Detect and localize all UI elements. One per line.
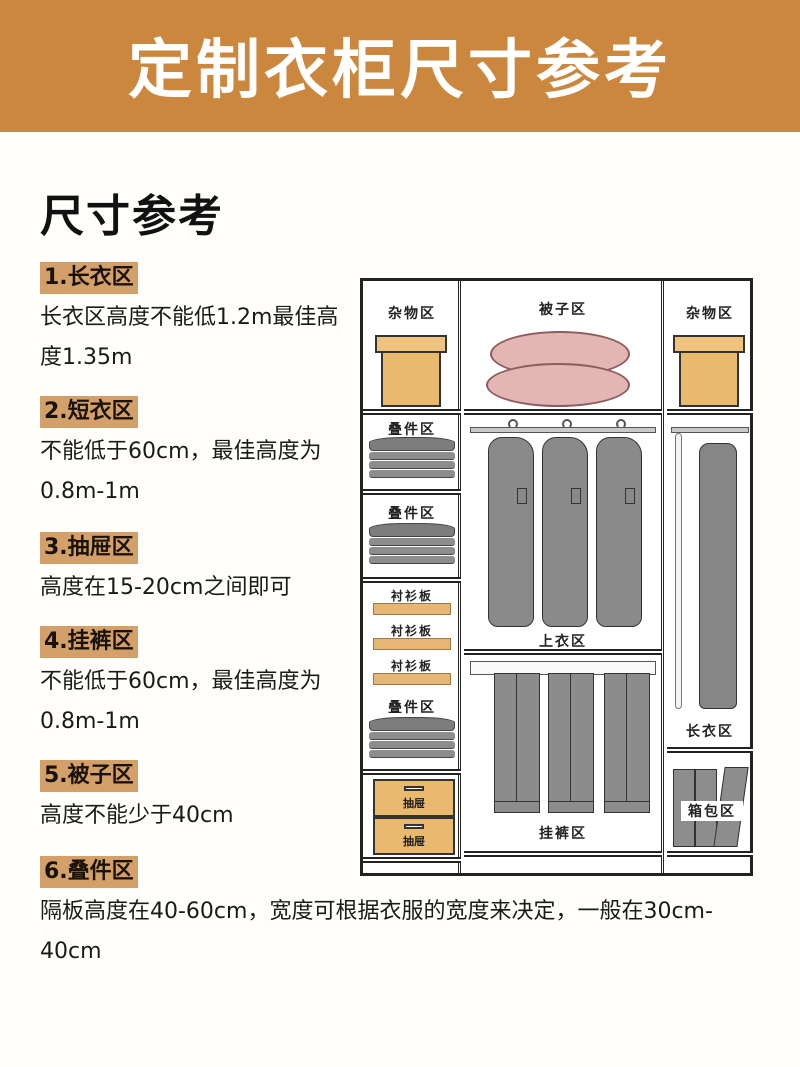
item-desc: 长衣区高度不能低1.2m最佳高度1.35m: [40, 305, 339, 370]
hanger-hook-icon: [616, 419, 626, 429]
middle-column: [461, 281, 664, 873]
trousers-icon: [494, 673, 540, 813]
coat-icon: [488, 437, 534, 627]
page-title: 定制衣柜尺寸参考: [128, 34, 672, 108]
item-label: 5.被子区: [40, 760, 138, 792]
shirt-board: [373, 603, 451, 615]
shelf: [464, 409, 662, 415]
shelf: [667, 409, 753, 415]
item-label: 2.短衣区: [40, 396, 138, 428]
folded-clothes-icon: [369, 437, 455, 483]
item-desc: 不能低于60cm，最佳高度为0.8m-1m: [40, 439, 322, 504]
pole-icon: [675, 433, 682, 709]
storage-box: [679, 351, 739, 407]
shelf: [667, 851, 753, 857]
item-trouser-zone: 4.挂裤区 不能低于60cm，最佳高度为0.8m-1m: [40, 626, 360, 742]
title-banner: 定制衣柜尺寸参考: [0, 0, 800, 132]
folded-clothes-icon: [369, 523, 455, 569]
shelf: [464, 851, 662, 857]
drawer-handle-icon: [404, 786, 424, 791]
shelf: [363, 857, 461, 863]
shirt-board: [373, 673, 451, 685]
long-coat-icon: [699, 443, 737, 709]
folded-clothes-icon: [369, 717, 455, 763]
shelf: [464, 649, 662, 655]
zone-label-bags: 箱包区: [681, 801, 743, 821]
hanger-hook-icon: [562, 419, 572, 429]
item-desc: 不能低于60cm，最佳高度为0.8m-1m: [40, 669, 322, 734]
zone-label-shirt-board: 衬衫板: [390, 589, 433, 603]
item-short-coat-zone: 2.短衣区 不能低于60cm，最佳高度为0.8m-1m: [40, 396, 360, 512]
zone-label-folded: 叠件区: [388, 700, 436, 716]
zone-label-shirt-board: 衬衫板: [390, 624, 433, 638]
quilt-icon: [486, 363, 630, 407]
item-label: 4.挂裤区: [40, 626, 138, 658]
zone-label-shirt-board: 衬衫板: [390, 659, 433, 673]
zone-label-folded: 叠件区: [388, 422, 436, 438]
item-label: 6.叠件区: [40, 856, 138, 888]
shelf: [363, 409, 461, 415]
drawer: 抽屉: [373, 779, 455, 817]
drawer: 抽屉: [373, 817, 455, 855]
storage-box: [381, 351, 441, 407]
hanger-hook-icon: [508, 419, 518, 429]
coat-icon: [542, 437, 588, 627]
item-folded-zone: 6.叠件区 隔板高度在40-60cm，宽度可根据衣服的宽度来决定，一般在30cm…: [40, 856, 760, 972]
drawer-handle-icon: [404, 824, 424, 829]
coat-icon: [596, 437, 642, 627]
zone-label-sundries: 杂物区: [686, 306, 734, 322]
trousers-icon: [604, 673, 650, 813]
item-label: 1.长衣区: [40, 262, 138, 294]
zone-label-sundries: 杂物区: [388, 306, 436, 322]
zone-label-tops: 上衣区: [539, 634, 587, 650]
middle-column-content: 被子区 上衣区 挂裤区: [464, 281, 662, 873]
item-desc: 高度不能少于40cm: [40, 803, 234, 828]
section-title: 尺寸参考: [40, 191, 224, 242]
zone-label-trousers: 挂裤区: [539, 826, 587, 842]
drawer-label: 抽屉: [403, 835, 425, 848]
shelf: [667, 747, 753, 753]
left-column-content: 杂物区 叠件区 叠件区 衬衫板 衬衫板 衬衫板 叠件区 抽屉 抽屉: [363, 281, 461, 873]
zone-label-quilt: 被子区: [539, 302, 587, 318]
zone-label-long-coat: 长衣区: [686, 724, 734, 740]
shirt-board: [373, 638, 451, 650]
shelf: [363, 577, 461, 583]
item-label: 3.抽屉区: [40, 532, 138, 564]
zone-label-folded: 叠件区: [388, 506, 436, 522]
shelf: [363, 489, 461, 495]
item-desc: 隔板高度在40-60cm，宽度可根据衣服的宽度来决定，一般在30cm-40cm: [40, 899, 713, 964]
drawer-label: 抽屉: [403, 797, 425, 810]
item-quilt-zone: 5.被子区 高度不能少于40cm: [40, 760, 360, 836]
right-column-content: 杂物区 长衣区 箱包区: [667, 281, 753, 873]
wardrobe-diagram: 杂物区 叠件区 叠件区 衬衫板 衬衫板 衬衫板 叠件区 抽屉 抽屉: [360, 278, 753, 876]
item-long-coat-zone: 1.长衣区 长衣区高度不能低1.2m最佳高度1.35m: [40, 262, 360, 378]
item-desc: 高度在15-20cm之间即可: [40, 575, 292, 600]
shelf: [363, 769, 461, 775]
hanging-rod: [671, 427, 749, 433]
item-drawer-zone: 3.抽屉区 高度在15-20cm之间即可: [40, 532, 360, 608]
trousers-icon: [548, 673, 594, 813]
